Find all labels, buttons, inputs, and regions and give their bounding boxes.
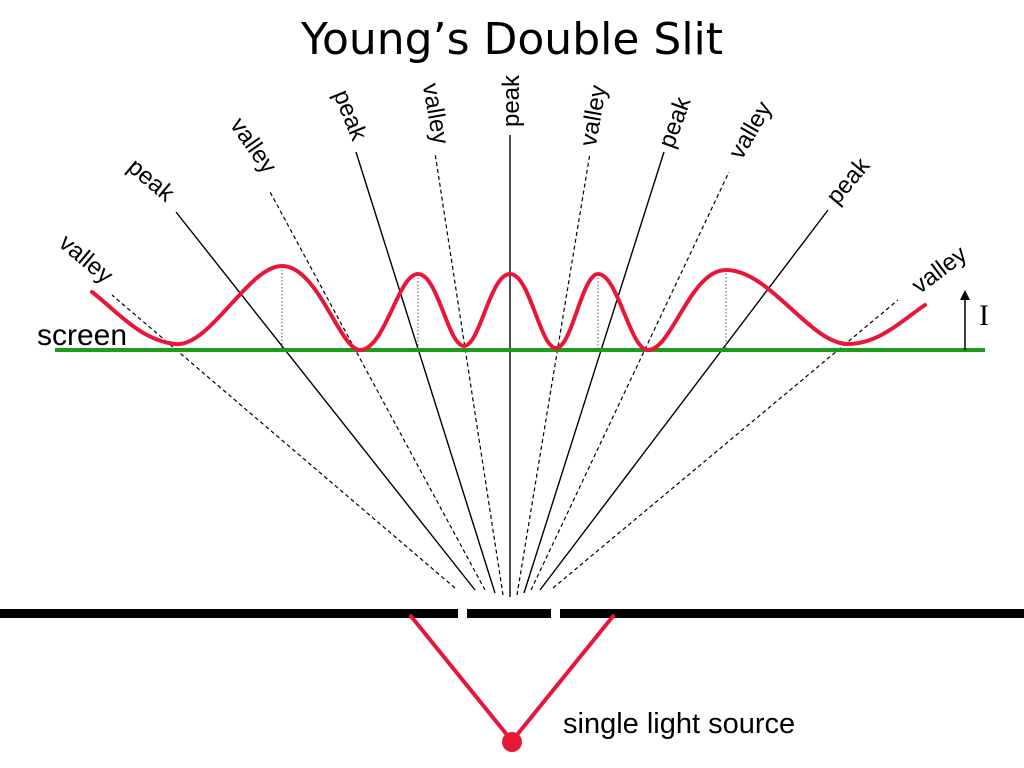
ray-label-6: peak bbox=[498, 74, 525, 127]
ray-label-7: valley bbox=[575, 83, 612, 148]
ray-line-5 bbox=[434, 152, 504, 596]
ray-line-10 bbox=[539, 209, 829, 591]
slit-barrier bbox=[0, 609, 1024, 618]
ray-group bbox=[111, 135, 899, 597]
diagram-title: Young’s Double Slit bbox=[300, 14, 723, 65]
ray-label-11: valley bbox=[907, 241, 972, 299]
intensity-axis-label: I bbox=[979, 299, 989, 332]
ray-label-2: peak bbox=[122, 153, 180, 208]
ray-label-5: valley bbox=[417, 81, 454, 146]
ray-label-group: valley peak valley peak valley peak vall… bbox=[54, 74, 972, 299]
screen-label: screen bbox=[37, 319, 127, 352]
peak-guide-group bbox=[281, 266, 727, 350]
ray-line-2 bbox=[175, 211, 476, 591]
intensity-curve bbox=[90, 263, 927, 353]
ray-line-7 bbox=[516, 152, 591, 596]
arrow-up-icon bbox=[960, 290, 970, 300]
ray-label-1: valley bbox=[54, 229, 118, 289]
ray-line-4 bbox=[355, 151, 496, 594]
ray-line-3 bbox=[268, 189, 486, 591]
light-source-dot bbox=[502, 732, 522, 752]
ray-line-9 bbox=[530, 171, 730, 591]
ray-label-10: peak bbox=[821, 152, 876, 210]
source-label: single light source bbox=[563, 708, 795, 740]
ray-label-9: valley bbox=[723, 97, 777, 164]
barrier-segment-right bbox=[560, 609, 1024, 618]
ray-line-8 bbox=[523, 151, 665, 594]
ray-label-8: peak bbox=[653, 92, 697, 151]
ray-label-3: valley bbox=[224, 113, 281, 179]
ray-line-1 bbox=[111, 294, 456, 589]
ray-label-4: peak bbox=[328, 86, 373, 145]
barrier-segment-middle bbox=[467, 609, 551, 618]
barrier-segment-left bbox=[0, 609, 458, 618]
intensity-axis: I bbox=[960, 290, 989, 350]
